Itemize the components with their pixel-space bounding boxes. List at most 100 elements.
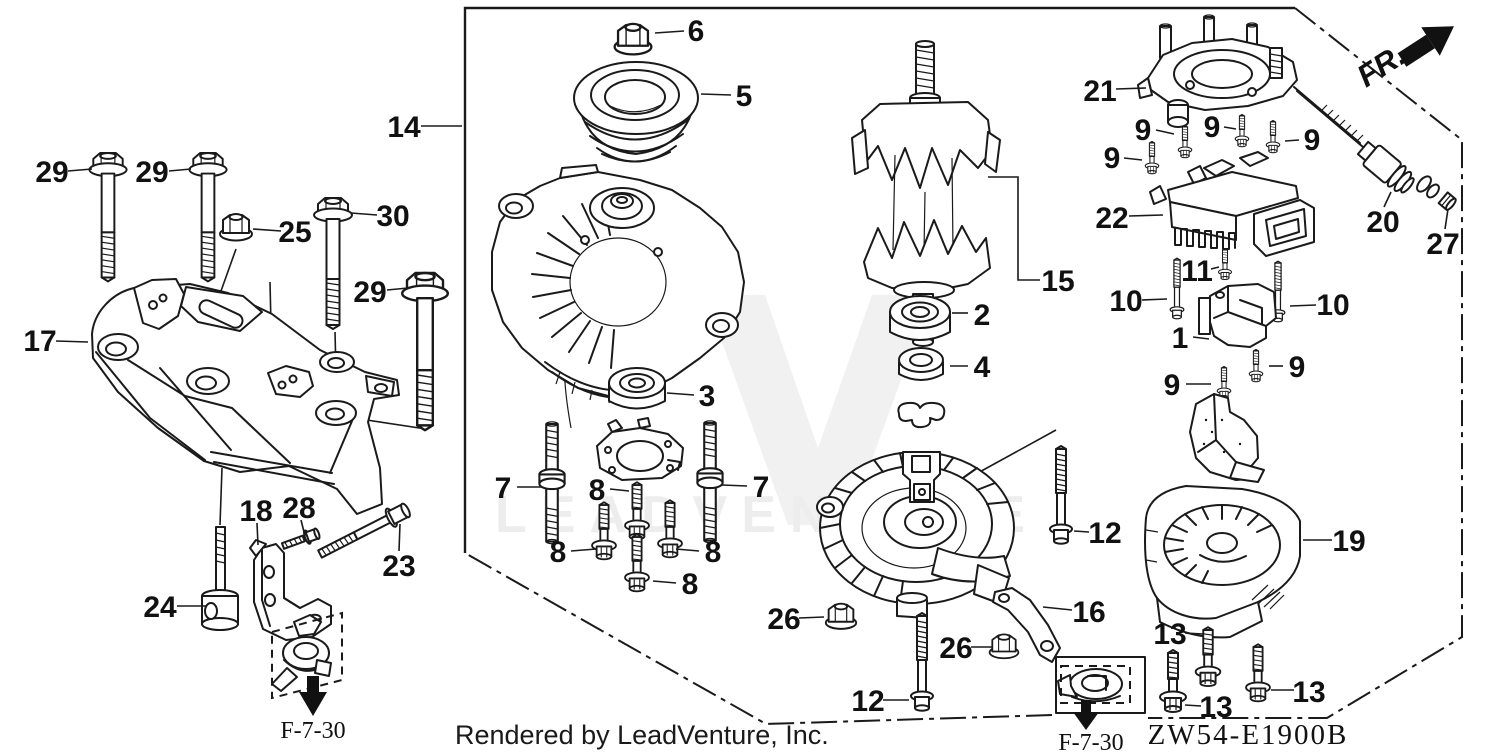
front-direction-label: FR. bbox=[1351, 37, 1412, 94]
callout-leader-line bbox=[67, 168, 93, 172]
part-number-label: 10 bbox=[1316, 289, 1349, 322]
part-number-label: 17 bbox=[23, 325, 56, 358]
retainer-clip-drawing bbox=[897, 401, 946, 429]
regulator-22-drawing bbox=[1149, 151, 1315, 257]
part-number-label: 13 bbox=[1292, 676, 1325, 709]
connector-20-drawing bbox=[1356, 140, 1415, 194]
bolt-29-drawing bbox=[188, 152, 228, 283]
down-arrow-icon bbox=[299, 676, 327, 716]
callout-leader-line bbox=[1444, 208, 1449, 230]
part-number-label: 26 bbox=[767, 603, 800, 636]
callout-leader-line bbox=[1192, 336, 1210, 340]
bearing-2-drawing bbox=[889, 295, 951, 341]
watermark-logo bbox=[705, 295, 932, 525]
bolt-9-drawing bbox=[1234, 113, 1250, 148]
nut-6-drawing bbox=[613, 22, 653, 56]
part-number-label: 22 bbox=[1095, 202, 1128, 235]
part-number-label: 8 bbox=[705, 536, 722, 569]
fan-housing-drawing bbox=[816, 451, 1015, 619]
down-arrow-icon bbox=[1073, 700, 1099, 730]
part-number-label: 1 bbox=[1172, 322, 1189, 355]
part-number-label: 5 bbox=[736, 80, 753, 113]
callout-leader-line bbox=[350, 212, 378, 216]
part-number-label: 13 bbox=[1199, 691, 1232, 724]
callout-leader-line bbox=[398, 523, 401, 552]
part-number-label: 26 bbox=[939, 632, 972, 665]
callout-leader-line bbox=[1115, 87, 1147, 90]
part-number-label: 4 bbox=[974, 351, 991, 384]
pulley-5-drawing bbox=[573, 61, 699, 163]
callout-leader-line bbox=[300, 519, 306, 537]
callout-leader-line bbox=[798, 616, 825, 619]
bolt-13-drawing bbox=[1245, 643, 1271, 703]
part-number-label: 29 bbox=[35, 156, 68, 189]
callout-leader-line bbox=[1210, 266, 1220, 270]
bolt-30-drawing bbox=[313, 197, 353, 330]
footer-credit: Rendered by LeadVenture, Inc. bbox=[455, 720, 829, 750]
callout-leader-line bbox=[675, 548, 700, 552]
callout-leader-line bbox=[1289, 304, 1317, 307]
part-number-label: 8 bbox=[682, 568, 699, 601]
callout-leader-line bbox=[988, 176, 1040, 281]
callout-leader-line bbox=[721, 484, 748, 487]
part-drawings bbox=[88, 14, 1457, 713]
dashed-reference-box-left bbox=[271, 611, 343, 700]
part-number-label: 29 bbox=[353, 276, 386, 309]
callout-leader-line bbox=[386, 287, 409, 291]
bolt-23-drawing bbox=[317, 502, 411, 559]
bolt-29-drawing bbox=[88, 152, 128, 283]
callout-leader-line bbox=[168, 168, 192, 172]
retainer-plate-drawing bbox=[596, 417, 684, 481]
part-number-label: 14 bbox=[387, 111, 421, 144]
bolt-9-drawing bbox=[1177, 124, 1193, 159]
callout-leader-line bbox=[256, 522, 259, 546]
reference-label-left: F-7-30 bbox=[280, 718, 345, 744]
washer-4-drawing bbox=[898, 347, 944, 381]
callout-leader-line bbox=[1123, 157, 1143, 161]
part-number-label: 3 bbox=[699, 380, 716, 413]
part-number-label: 27 bbox=[1426, 228, 1459, 261]
alternator-body-drawing bbox=[491, 164, 745, 404]
callout-leader-line bbox=[55, 340, 89, 343]
nut-26-drawing bbox=[824, 602, 858, 630]
callout-leader-line bbox=[1128, 214, 1164, 217]
callout-leader-line bbox=[1383, 191, 1392, 208]
nut-25-drawing bbox=[219, 213, 253, 242]
callout-leader-line bbox=[609, 488, 630, 492]
part-number-label: 7 bbox=[753, 471, 770, 504]
part-number-label: 8 bbox=[550, 536, 567, 569]
part-number-label: 9 bbox=[1135, 114, 1152, 147]
callout-leader-line bbox=[1141, 298, 1168, 301]
bolt-11-drawing bbox=[1218, 248, 1232, 280]
part-number-label: 28 bbox=[282, 492, 315, 525]
bolt-12-drawing bbox=[1049, 445, 1073, 545]
rotor-15-drawing bbox=[851, 40, 1001, 347]
part-number-label: 13 bbox=[1153, 618, 1186, 651]
callout-leader-line bbox=[570, 548, 597, 552]
part-number-label: 15 bbox=[1041, 265, 1074, 298]
callout-leader-line bbox=[1155, 129, 1175, 135]
part-number-label: 10 bbox=[1109, 285, 1142, 318]
bearing-3-drawing bbox=[608, 367, 666, 410]
part-number-label: 9 bbox=[1289, 351, 1306, 384]
spacer-bolt-24-drawing bbox=[201, 526, 239, 631]
part-number-label: 7 bbox=[495, 472, 512, 505]
diagram-boundary bbox=[463, 6, 1463, 726]
part-number-label: 8 bbox=[589, 474, 606, 507]
rear-cover-19-drawing bbox=[1144, 485, 1301, 639]
harness-clip-drawing bbox=[271, 614, 332, 692]
part-number-label: 20 bbox=[1366, 206, 1399, 239]
bolt-13-drawing bbox=[1159, 649, 1187, 713]
callout-leader-line bbox=[252, 228, 282, 232]
brush-bracket-drawing bbox=[1189, 393, 1265, 483]
part-number-label: 16 bbox=[1072, 596, 1105, 629]
diagram-code: ZW54-E1900B bbox=[1148, 719, 1349, 751]
part-number-label: 9 bbox=[1164, 369, 1181, 402]
callout-leader-line bbox=[1184, 704, 1202, 707]
brush-holder-1-drawing bbox=[1198, 283, 1277, 348]
part-number-label: 21 bbox=[1083, 75, 1116, 108]
callout-leader-line bbox=[1073, 530, 1090, 533]
bolt-9-drawing bbox=[1216, 365, 1232, 400]
callout-leader-line bbox=[652, 580, 677, 584]
